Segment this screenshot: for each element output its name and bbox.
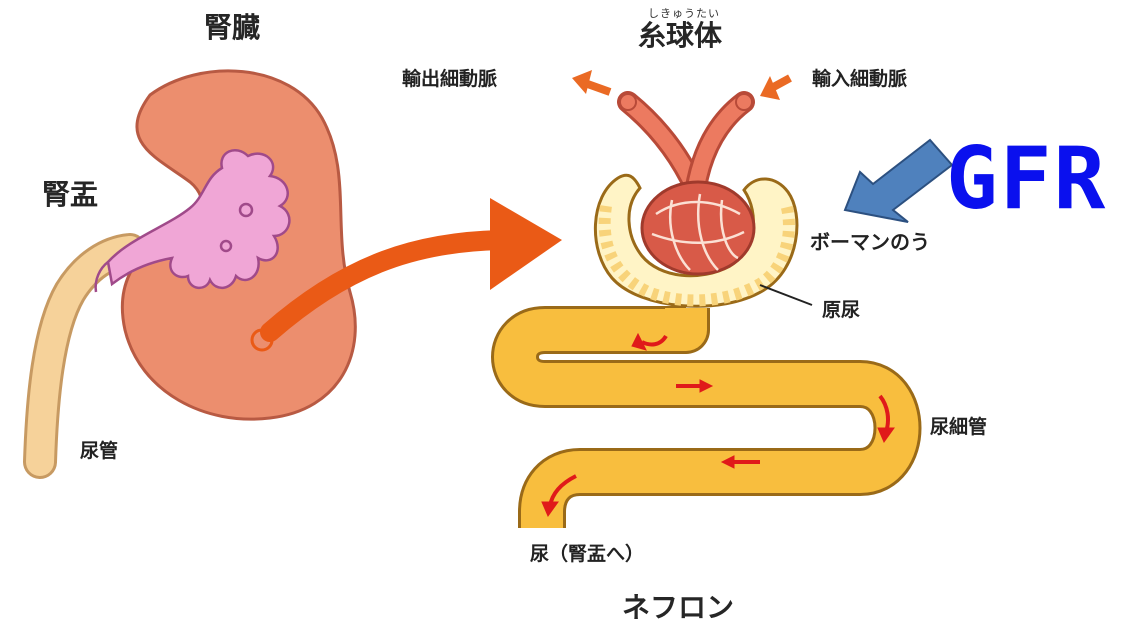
glomerulus-label: 糸球体 xyxy=(638,22,722,50)
bowmans-capsule-label: ボーマンのう xyxy=(810,232,930,252)
renal-tubule-label: 尿細管 xyxy=(930,418,987,437)
glomerulus-ruby: しきゅうたい xyxy=(648,8,720,19)
primary-urine-leader xyxy=(760,285,812,305)
urine-to-pelvis-label: 尿（腎盂へ） xyxy=(530,545,644,564)
primary-urine-label: 原尿 xyxy=(822,301,860,320)
gfr-arrow-icon xyxy=(845,140,952,222)
afferent-arteriole-label: 輸入細動脈 xyxy=(812,70,907,89)
ureter-label: 尿管 xyxy=(80,442,118,461)
renal-tubule-icon xyxy=(515,308,898,528)
nephron-label: ネフロン xyxy=(622,594,734,622)
efferent-arteriole-label: 輸出細動脈 xyxy=(402,70,497,89)
glomerulus-icon xyxy=(642,182,754,274)
vessel-arrow-icon xyxy=(572,70,790,100)
renal-pelvis-label: 腎盂 xyxy=(42,181,98,209)
kidney-label: 腎臓 xyxy=(204,14,260,42)
gfr-label: GFR xyxy=(946,136,1107,222)
